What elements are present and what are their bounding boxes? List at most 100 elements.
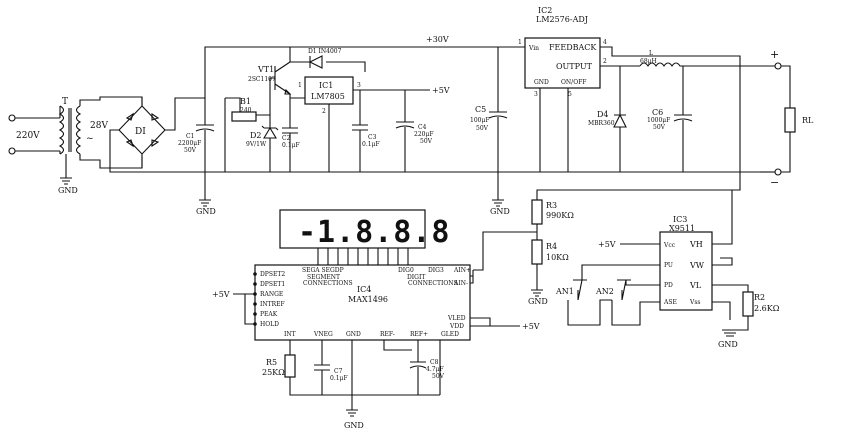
bridge-label: DI	[135, 127, 146, 137]
ic1-name: IC1	[319, 81, 333, 90]
ic3-ase: ASE	[663, 299, 677, 306]
ic3-name: IC3	[673, 215, 687, 224]
ic4-pin-peak: PEAK	[260, 311, 278, 318]
ic4-left-pin-dots	[233, 272, 257, 326]
switching-regulator-ic2	[524, 37, 640, 172]
ic2-part: LM2576-ADJ	[536, 15, 588, 24]
zener-d2	[261, 115, 279, 172]
an1-label: AN1	[555, 287, 574, 296]
ic3-gnd-label: GND	[718, 340, 738, 349]
inductor-value: 68μH	[640, 58, 657, 65]
b1-name: B1	[240, 97, 251, 106]
c6-voltage: 50V	[653, 124, 666, 131]
ic4-ain-minus: AIN-	[453, 280, 468, 287]
output-terminals	[760, 62, 796, 176]
d4-part: MBR360	[588, 120, 615, 127]
c5-name: C5	[475, 105, 486, 114]
ic4-pin-refp: REF+	[410, 331, 428, 338]
ic2-vin: Vin	[528, 45, 539, 52]
ic2-feedback: FEEDBACK	[549, 43, 597, 52]
vt1-part: 2SC1107	[248, 76, 276, 83]
r4-gnd-label: GND	[528, 297, 548, 306]
capacitor-c2	[282, 98, 298, 172]
schottky-d4	[613, 66, 627, 172]
ic4-seg-pins: SEGA SEGDP	[302, 267, 344, 274]
capacitor-c4	[395, 90, 415, 172]
diode-d1	[290, 55, 366, 72]
ic4-pin-gnd: GND	[346, 331, 361, 338]
c4-name: C4	[418, 124, 427, 131]
pushbutton-an2	[611, 279, 660, 326]
display-digits: -1.8.8.8	[298, 215, 451, 250]
ic4-gled: GLED	[441, 331, 459, 338]
c8-name: C8	[430, 359, 439, 366]
c1-gnd-label: GND	[196, 207, 216, 216]
ic4-gnd-label: GND	[344, 421, 364, 430]
rail-30v	[190, 46, 525, 99]
ic1-pin3: 3	[357, 82, 361, 89]
c4-voltage: 50V	[420, 138, 433, 145]
pushbutton-an1	[567, 264, 660, 326]
c4-value: 220μF	[414, 131, 434, 138]
mains-voltage-label: 220V	[16, 131, 40, 141]
ic4-seg-label: SEGMENT	[307, 274, 340, 281]
ic3-vh: VH	[689, 240, 703, 249]
ac-symbol: ~	[86, 134, 94, 144]
transformer-ground	[60, 154, 72, 185]
ic1-part: LM7805	[311, 92, 345, 101]
ic4-pin-dpset1: DPSET1	[260, 281, 285, 288]
ic2-onoff: ON/OFF	[561, 79, 586, 86]
d4-name: D4	[597, 110, 609, 119]
d2-name: D2	[250, 131, 262, 140]
ic3-part: X9511	[669, 224, 695, 233]
ic4-part: MAX1496	[348, 295, 388, 304]
d2-value: 9V/1W	[246, 141, 267, 148]
ic4-ain-plus: AIN+	[453, 267, 471, 274]
ic2-output: OUTPUT	[556, 62, 593, 71]
c5-voltage: 50V	[476, 125, 489, 132]
ic4-dig3: DIG3	[428, 267, 444, 274]
ic4-pin-refm: REF-	[380, 331, 395, 338]
capacitor-c5	[488, 47, 508, 207]
r5-name: R5	[266, 358, 277, 367]
ic2-pin1: 1	[518, 39, 522, 46]
rail-30v-label: +30V	[426, 35, 449, 44]
r4-value: 10KΩ	[546, 253, 569, 262]
led-display	[279, 209, 426, 265]
vt1-name: VT1	[257, 65, 274, 74]
ic4-5v-left: +5V	[212, 290, 230, 299]
ic2-pin3: 3	[534, 91, 538, 98]
adc-ic4	[254, 264, 474, 341]
c2-name: C2	[282, 135, 291, 142]
ic4-pin-range: RANGE	[260, 291, 283, 298]
ic3-vcc: Vcc	[663, 242, 676, 249]
digital-pot-ic3	[620, 190, 754, 337]
ic4-pin-vneg: VNEG	[313, 331, 333, 338]
d1-label: D1 IN4007	[308, 48, 342, 55]
capacitor-c1	[195, 98, 215, 207]
c1-value: 2200μF	[178, 140, 201, 147]
mains-input	[8, 105, 65, 155]
r3-name: R3	[546, 201, 557, 210]
r2-value: 2.6KΩ	[754, 304, 780, 313]
c7-name: C7	[334, 368, 343, 375]
resistor-b1	[231, 111, 257, 122]
ic4-name: IC4	[357, 285, 371, 294]
c6-value: 1000μF	[647, 117, 670, 124]
ic2-pin5: 5	[568, 91, 572, 98]
ic4-pin-intref: INTREF	[260, 301, 285, 308]
capacitor-c3	[352, 90, 368, 172]
ic4-vdd-line	[470, 317, 520, 327]
load-label: RL	[802, 116, 814, 125]
ic3-vss: Vss	[689, 299, 701, 306]
output-plus: +	[770, 48, 779, 61]
ic3-pu: PU	[664, 262, 673, 269]
b1-value: 240	[240, 107, 252, 114]
ic2-name: IC2	[538, 6, 552, 15]
ic4-dig-label: DIGIT	[407, 274, 425, 281]
inductor-l	[639, 62, 775, 67]
transformer-gnd-label: GND	[58, 186, 78, 195]
ic1-pin1: 1	[298, 82, 302, 89]
